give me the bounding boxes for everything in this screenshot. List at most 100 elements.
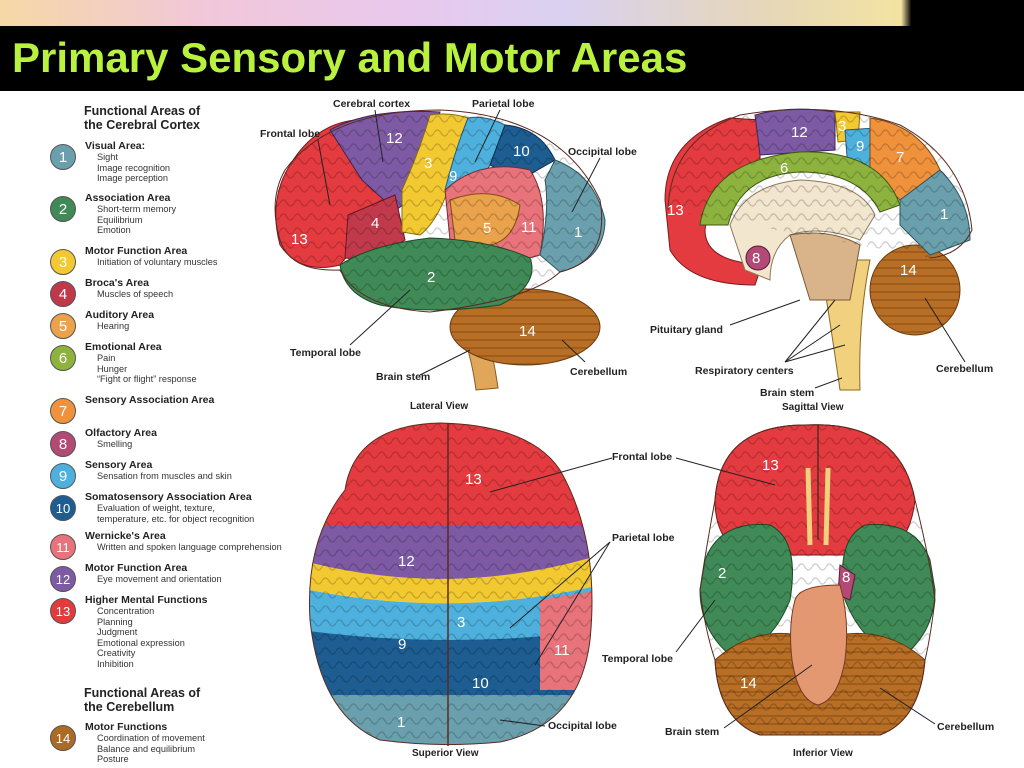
region-1-sagittal [899,169,971,256]
region-7-sagittal [869,117,941,201]
sagittal-view: 12 3 9 7 6 13 1 8 14 Pituitary gland Res… [650,108,993,413]
inferior-num-8: 8 [842,569,850,586]
legend-item-detail: Creativity [97,648,136,659]
legend-item-detail: Image recognition [97,162,171,173]
region-9-superior [309,585,592,645]
cerebellum-inferior [714,632,926,736]
label-occipital-lobe-lateral: Occipital lobe [568,146,637,158]
legend-number-badge: 11 [50,534,76,560]
lateral-num-2: 2 [427,269,435,286]
label-frontal-lobe-lateral: Frontal lobe [260,128,320,140]
label-cerebellum-lateral: Cerebellum [570,366,627,378]
legend-number-badge: 1 [50,144,76,170]
label-frontal-lobe-superior: Frontal lobe [612,451,672,463]
superior-num-9: 9 [398,636,406,653]
legend-item-detail: Hearing [97,321,130,331]
sagittal-num-9: 9 [856,138,864,155]
legend-item-detail: Balance and equilibrium [97,743,196,754]
region-8-sagittal [745,245,771,271]
region-12-superior [309,525,592,580]
label-pituitary-gland: Pituitary gland [650,324,723,336]
caption-sagittal-view: Sagittal View [782,402,844,413]
legend-number-badge: 8 [50,431,76,457]
sagittal-num-12: 12 [791,124,808,141]
legend-item-title: Visual Area: [85,140,146,152]
lateral-num-5: 5 [483,220,491,237]
region-6-sagittal [699,151,901,226]
legend-item-title: Auditory Area [85,309,155,321]
sagittal-num-7: 7 [896,149,904,166]
superior-num-11: 11 [554,642,570,659]
superior-num-1: 1 [397,714,405,731]
legend-number-badge: 13 [50,598,76,624]
label-temporal-lobe-inferior: Temporal lobe [602,653,673,665]
cerebellum-lateral [449,288,601,366]
legend-item-title: Motor Function Area [85,245,188,257]
region-13-sagittal [664,117,761,286]
label-cerebral-cortex: Cerebral cortex [333,98,410,110]
region-10 [489,124,556,181]
region-9-sagittal [844,127,876,171]
thalamus [789,232,861,301]
region-2-association [339,237,533,311]
legend-item-title: Broca's Area [85,277,149,289]
region-3-superior [309,555,592,604]
label-cerebellum-inferior: Cerebellum [937,721,994,733]
region-2-inferior-left [699,523,793,656]
lateral-num-11: 11 [521,219,537,236]
region-12 [329,110,441,211]
legend-number-badge: 5 [50,313,76,339]
label-parietal-lobe-superior: Parietal lobe [612,532,675,544]
legend-item-detail: Judgment [97,627,138,638]
legend-number-badge: 14 [50,725,76,751]
legend-heading-cerebellum: Functional Areas of the Cerebellum [84,686,201,714]
lateral-num-12: 12 [386,130,403,147]
legend-number-badge: 9 [50,463,76,489]
sagittal-num-3: 3 [838,118,846,135]
legend-number-badge: 4 [50,281,76,307]
caption-lateral-view: Lateral View [410,401,468,412]
legend-item-detail: Sensation from muscles and skin [97,471,232,481]
superior-view: 13 12 3 9 11 10 1 Frontal lobe Parietal … [308,422,675,759]
legend-item-detail: Initiation of voluntary muscles [97,257,218,267]
legend-item-detail: Concentration [97,606,155,616]
lateral-num-3: 3 [424,155,432,172]
region-1-visual [539,159,606,273]
label-brain-stem-sagittal: Brain stem [760,387,814,399]
region-9-sensory [444,116,506,206]
legend-item-detail: Pain [97,353,116,363]
legend-item-detail: Smelling [97,439,133,449]
brain-stem-sagittal [819,259,871,391]
label-brain-stem-lateral: Brain stem [376,371,430,383]
label-temporal-lobe-lateral: Temporal lobe [290,347,361,359]
lateral-num-9: 9 [449,168,457,185]
region-8-inferior [837,564,856,601]
legend-number-badge: 2 [50,196,76,222]
slide-title: Primary Sensory and Motor Areas [12,34,688,81]
region-11-superior [540,590,592,690]
legend-item-detail: temperature, etc. for object recognition [97,513,255,524]
legend-item-detail: Sight [97,152,118,162]
legend-number-badge: 7 [50,398,76,424]
caption-superior-view: Superior View [412,748,479,759]
brainstem-inferior [790,584,848,706]
region-12-sagittal [754,108,836,156]
inferior-num-2: 2 [718,565,726,582]
legend-item-detail: “Fight or flight” response [97,374,197,385]
label-occipital-lobe-superior: Occipital lobe [548,720,617,732]
legend-item-title: Sensory Association Area [85,394,215,406]
legend-item-title: Higher Mental Functions [85,594,208,606]
caption-inferior-view: Inferior View [793,748,853,759]
legend-item-detail: Hunger [97,363,128,374]
legend-item-detail: Muscles of speech [97,289,174,299]
legend-item-detail: Short-term memory [97,204,177,214]
legend-number-badge: 3 [50,249,76,275]
legend-item-detail: Written and spoken language comprehensio… [97,542,282,552]
legend-item-title: Sensory Area [85,459,153,471]
lateral-view: 12 3 9 10 4 13 5 11 1 2 14 Cerebral cort… [260,98,637,412]
superior-num-12: 12 [398,553,415,570]
lateral-num-10: 10 [513,143,530,160]
lateral-num-1: 1 [574,224,582,241]
label-cerebellum-sagittal: Cerebellum [936,363,993,375]
region-1-superior [309,695,592,745]
